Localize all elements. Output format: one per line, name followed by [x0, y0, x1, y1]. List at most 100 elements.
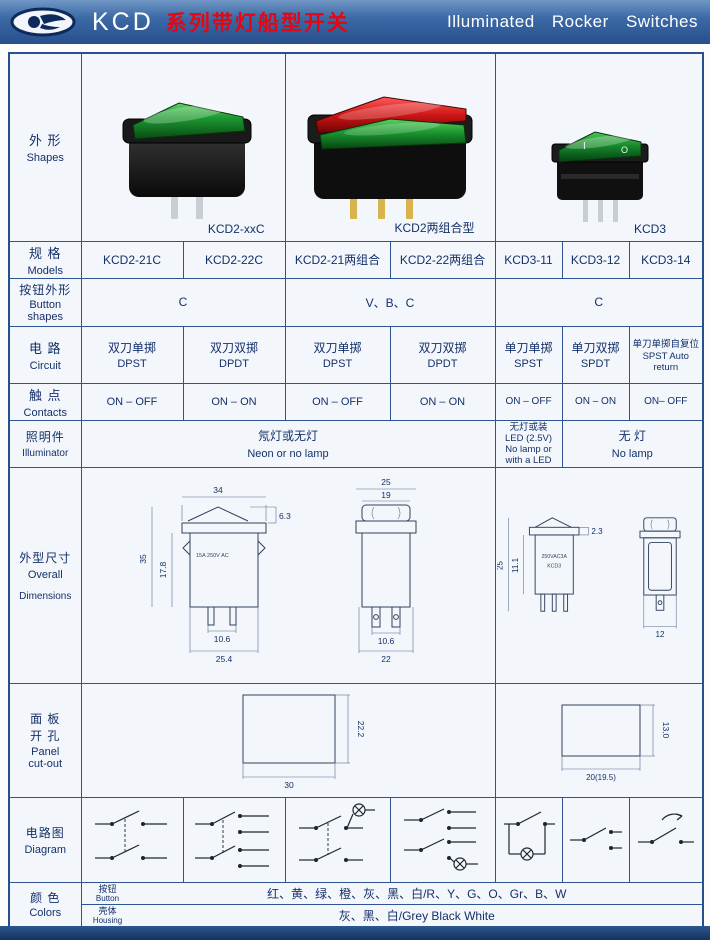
illuminator-led-line: 无灯或装 — [509, 421, 548, 433]
row-label-panel: 面 板 开 孔 Panel cut-out — [8, 682, 82, 798]
row-label-button-shapes-en2: shapes — [27, 311, 63, 323]
row-label-shapes-en: Shapes — [26, 152, 64, 165]
dim-kcd2-base-width: 25.4 — [216, 654, 233, 664]
circuit-cn: 双刀单掷 — [107, 341, 156, 355]
row-label-models: 规 格 Models — [8, 240, 82, 279]
header-bar: KCD 系列带灯船型开关 Illuminated Rocker Switches — [0, 0, 710, 44]
dims-wrap-kcd2: 15A 250V AC 34 6.3 17.8 35 10.6 — [83, 477, 494, 673]
drawing-kcd3-front-view: 12 — [639, 517, 681, 639]
model-cell: KCD3-12 — [561, 240, 630, 279]
diagram-dpdt — [195, 811, 269, 868]
dim-kcd2f-inner: 19 — [381, 490, 391, 500]
row-label-illuminator: 照明件 Illuminator — [8, 419, 82, 468]
diagram-cell-dpst — [80, 796, 184, 883]
row-label-circuit-en: Circuit — [29, 359, 61, 372]
dim-kcd3-total-height: 25 — [497, 560, 505, 570]
circuit-cn: 双刀单掷 — [313, 341, 362, 355]
row-label-illuminator-cn: 照明件 — [25, 430, 65, 444]
spacer — [11, 581, 80, 591]
dim-kcd2f-base: 22 — [381, 654, 391, 664]
photo-wrap — [83, 63, 284, 231]
contacts-value: ON – OFF — [106, 395, 158, 408]
contacts-value: ON– OFF — [644, 396, 688, 407]
circuit-cell: 双刀双掷 DPDT — [182, 325, 286, 384]
circuit-en: DPST — [322, 358, 353, 370]
diagram-cell-dpdt-lamp — [389, 796, 496, 883]
contacts-cell: ON – ON — [389, 382, 496, 421]
row-label-dimensions-en2: Dimensions — [19, 590, 72, 602]
footer-bar — [0, 926, 710, 940]
model-cell: KCD2-22C — [182, 240, 286, 279]
row-label-diagram: 电路图 Diagram — [8, 796, 82, 883]
row-label-illuminator-en: Illuminator — [22, 448, 69, 459]
colors-housing-values: 灰、黑、白/Grey Black White — [338, 908, 495, 923]
brand-name: KCD — [92, 7, 154, 36]
dims-wrap-kcd3: 250VAC3A KCD3 2.3 11.1 25 — [497, 485, 702, 665]
drawing-kcd2-front-view: 25 19 10.6 22 — [355, 477, 417, 664]
circuit-en: DPDT — [427, 358, 458, 370]
model-value: KCD3-12 — [570, 252, 621, 267]
series-title-cn: 系列带灯船型开关 — [165, 12, 350, 35]
circuit-cell: 单刀单掷 SPST — [494, 325, 563, 384]
circuit-en: SPST Auto return — [642, 351, 689, 373]
contacts-cell: ON– OFF — [628, 382, 704, 421]
button-shape-cell: C — [80, 277, 286, 327]
row-label-contacts-en: Contacts — [23, 406, 67, 419]
row-label-dimensions-en1: Overall — [27, 568, 63, 581]
dim-kcd3f-base: 12 — [656, 630, 666, 639]
illuminator-led-cell: 无灯或装 LED (2.5V) No lamp or with a LED — [494, 419, 563, 468]
panel-wrap: 30 22.2 — [83, 685, 494, 795]
row-label-panel-en2: cut-out — [28, 758, 63, 770]
illuminator-neon-cell: 氖灯或无灯 Neon or no lamp — [80, 419, 496, 468]
circuit-cn: 单刀双掷 — [571, 341, 620, 355]
colors-button-sublabel-en: Button — [95, 893, 120, 903]
row-label-diagram-cn: 电路图 — [25, 825, 65, 840]
model-cell: KCD2-21C — [80, 240, 184, 279]
illuminator-led-line: LED (2.5V) — [505, 432, 552, 444]
diagram-cell-spdt — [561, 796, 630, 883]
kcd3-marking-1: 250VAC3A — [541, 554, 567, 560]
dim-panel-kcd2-height: 22.2 — [356, 721, 366, 738]
model-value: KCD2-22两组合 — [399, 253, 486, 267]
row-label-colors-cn: 颜 色 — [30, 891, 61, 905]
circuit-cell: 单刀单掷自复位 SPST Auto return — [628, 325, 704, 384]
illuminator-led-line: No lamp or — [505, 443, 552, 455]
circuit-cell: 双刀单掷 DPST — [80, 325, 184, 384]
contacts-cell: ON – OFF — [80, 382, 184, 421]
row-label-dimensions-cn: 外型尺寸 — [19, 550, 72, 565]
colors-button-sublabel: 按钮 Button — [83, 884, 133, 903]
row-label-models-en: Models — [27, 264, 63, 277]
model-cell: KCD3-14 — [628, 240, 704, 279]
circuit-cell: 双刀双掷 DPDT — [389, 325, 496, 384]
colors-housing-row: 壳体 Housing 灰、黑、白/Grey Black White — [80, 903, 704, 927]
row-label-button-shapes-cn: 按钮外形 — [19, 283, 72, 297]
dimensions-kcd2-cell: 15A 250V AC 34 6.3 17.8 35 10.6 — [80, 466, 496, 684]
contacts-cell: ON – OFF — [284, 382, 391, 421]
circuit-cn: 单刀单掷自复位 — [632, 339, 700, 350]
circuit-en: DPST — [117, 358, 147, 370]
dim-kcd2-rocker-height: 6.3 — [279, 511, 291, 521]
circuit-cell: 双刀单掷 DPST — [284, 325, 391, 384]
row-label-dimensions: 外型尺寸 Overall Dimensions — [8, 466, 82, 684]
diagram-dpst-lamp — [298, 803, 375, 862]
shape-cell-kcd2-double: KCD2两组合型 — [284, 52, 496, 242]
row-label-diagram-en: Diagram — [24, 843, 67, 856]
contacts-cell: ON – OFF — [494, 382, 563, 421]
dim-panel-kcd3-height: 13.0 — [661, 722, 671, 739]
dim-panel-kcd2-width: 30 — [284, 780, 294, 790]
diagram-cell-spst-momentary — [628, 796, 704, 883]
button-shape-value: C — [178, 295, 188, 309]
dim-kcd2-pin-span: 10.6 — [214, 634, 231, 644]
illuminator-nolamp-en: No lamp — [611, 448, 653, 460]
spec-table: 外 形 Shapes — [8, 52, 705, 928]
model-value: KCD3-14 — [641, 252, 691, 267]
circuit-cn: 单刀单掷 — [504, 341, 553, 355]
product-photo-kcd3: I O — [551, 131, 649, 223]
colors-button-sublabel-cn: 按钮 — [98, 883, 117, 894]
panel-kcd3-cell: 20(19.5) 13.0 — [494, 682, 704, 798]
colors-housing-sublabel: 壳体 Housing — [83, 906, 133, 925]
contacts-value: ON – ON — [419, 395, 466, 408]
contacts-value: ON – ON — [211, 395, 257, 408]
circuit-en: SPDT — [580, 358, 611, 370]
circuit-en: SPST — [514, 358, 543, 370]
